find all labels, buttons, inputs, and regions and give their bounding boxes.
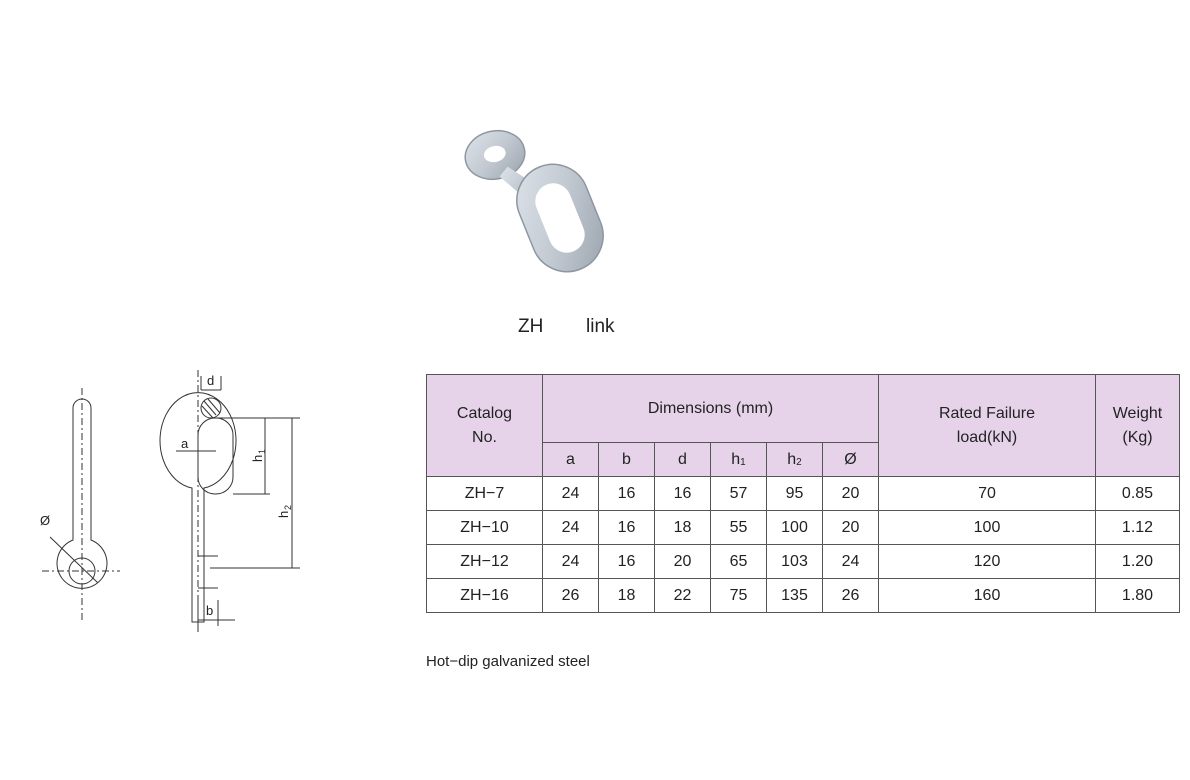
rated-load-cell: 120 <box>878 544 1096 579</box>
header-rated-failure: Rated Failure load(kN) <box>878 374 1096 477</box>
dim-d-cell: 16 <box>654 476 711 511</box>
product-photo <box>440 55 690 350</box>
header-dim-b: b <box>598 442 655 477</box>
header-dim-h1: h1 <box>710 442 767 477</box>
weight-cell: 1.80 <box>1095 578 1180 613</box>
catalog-cell: ZH−16 <box>426 578 543 613</box>
dim-a-cell: 24 <box>542 510 599 545</box>
technical-drawing: Ø d a h 1 h 2 b <box>40 370 300 635</box>
label-h2-sub: 2 <box>283 505 293 510</box>
dim-h1-cell: 55 <box>710 510 767 545</box>
dim-diameter-cell: 26 <box>822 578 879 613</box>
header-weight: Weight (Kg) <box>1095 374 1180 477</box>
label-a: a <box>181 436 189 451</box>
dim-d-cell: 22 <box>654 578 711 613</box>
side-view-outline <box>56 398 108 589</box>
dim-diameter-cell: 20 <box>822 510 879 545</box>
diameter-arrow <box>49 536 99 584</box>
header-dimensions: Dimensions (mm) <box>542 374 879 443</box>
catalog-cell: ZH−12 <box>426 544 543 579</box>
table-row: ZH−7 24 16 16 57 95 20 70 0.85 <box>426 476 1180 511</box>
weight-cell: 1.20 <box>1095 544 1180 579</box>
dim-h2-cell: 100 <box>766 510 823 545</box>
header-dim-d: d <box>654 442 711 477</box>
spec-table: Catalog No. Dimensions (mm) Rated Failur… <box>426 374 1180 613</box>
catalog-cell: ZH−7 <box>426 476 543 511</box>
dim-d-cell: 20 <box>654 544 711 579</box>
rated-load-cell: 70 <box>878 476 1096 511</box>
label-h2: h <box>276 511 291 518</box>
dim-h1-cell: 65 <box>710 544 767 579</box>
dim-a-cell: 24 <box>542 544 599 579</box>
dim-h2-cell: 95 <box>766 476 823 511</box>
dim-b-cell: 16 <box>598 476 655 511</box>
zh-link-image <box>464 129 604 273</box>
dim-d-cell: 18 <box>654 510 711 545</box>
material-note: Hot−dip galvanized steel <box>426 653 590 670</box>
header-dim-diameter: Ø <box>822 442 879 477</box>
label-d: d <box>207 373 214 388</box>
table-row: ZH−16 26 18 22 75 135 26 160 1.80 <box>426 578 1180 613</box>
weight-cell: 1.12 <box>1095 510 1180 545</box>
dim-h2-cell: 135 <box>766 578 823 613</box>
dim-a-cell: 24 <box>542 476 599 511</box>
rated-load-cell: 100 <box>878 510 1096 545</box>
table-row: ZH−12 24 16 20 65 103 24 120 1.20 <box>426 544 1180 579</box>
dim-h1-cell: 57 <box>710 476 767 511</box>
dim-b-cell: 18 <box>598 578 655 613</box>
label-diameter: Ø <box>40 513 50 528</box>
photo-name: ZH <box>518 316 544 337</box>
header-dim-a: a <box>542 442 599 477</box>
rated-load-cell: 160 <box>878 578 1096 613</box>
photo-label: link <box>586 316 615 337</box>
table-row: ZH−10 24 16 18 55 100 20 100 1.12 <box>426 510 1180 545</box>
dim-diameter-cell: 24 <box>822 544 879 579</box>
header-catalog: Catalog No. <box>426 374 543 477</box>
front-view-slot <box>197 417 234 495</box>
front-view-outline <box>159 392 237 623</box>
dim-h2-cell: 103 <box>766 544 823 579</box>
label-b: b <box>206 603 213 618</box>
wire-section <box>200 397 222 419</box>
label-h1: h <box>250 455 265 462</box>
header-dim-h2: h2 <box>766 442 823 477</box>
weight-cell: 0.85 <box>1095 476 1180 511</box>
label-h1-sub: 1 <box>257 449 267 454</box>
dim-h1-cell: 75 <box>710 578 767 613</box>
catalog-cell: ZH−10 <box>426 510 543 545</box>
dim-b-cell: 16 <box>598 510 655 545</box>
dim-b-cell: 16 <box>598 544 655 579</box>
dim-a-cell: 26 <box>542 578 599 613</box>
dim-diameter-cell: 20 <box>822 476 879 511</box>
